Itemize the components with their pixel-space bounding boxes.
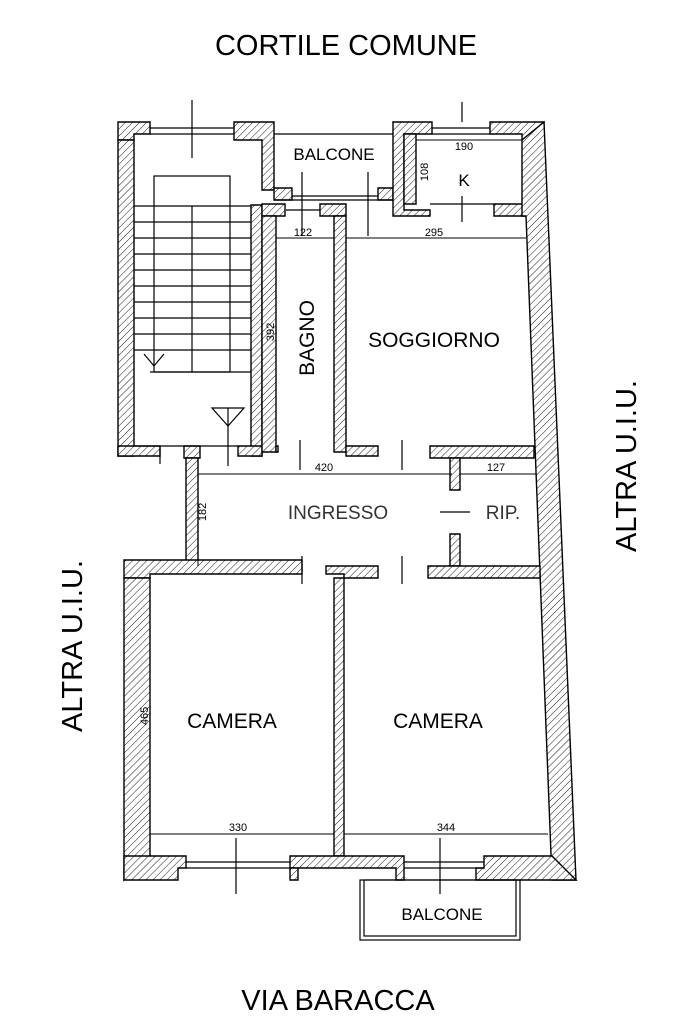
dim-camera-right-width: 344 [437,822,455,834]
wall-kitchen-inner [403,133,417,205]
dim-ingresso-width: 420 [315,462,333,474]
wall-rip-divider-bottom [449,533,461,567]
label-soggiorno: SOGGIORNO [368,329,500,352]
label-left-neighbor: ALTRA U.I.U. [57,560,89,732]
wall-stair-bottom [117,445,161,457]
dimension-lines [149,139,548,856]
wall-kitchen-bottom-right [493,203,527,217]
label-ingresso: INGRESSO [288,503,388,524]
label-ripostiglio: RIP. [486,503,521,524]
label-kitchen: K [458,171,470,190]
label-right-neighbor: ALTRA U.I.U. [611,380,643,552]
wall-right-exterior [521,120,577,881]
wall-camera-right-top [427,565,541,579]
staircase [134,100,251,466]
wall-stair-bottom-right [237,445,263,457]
dim-corridor-depth: 182 [197,503,209,521]
wall-bottom-middle [289,855,405,881]
wall-stair-left [117,139,135,457]
dim-camera-length: 465 [139,707,151,725]
label-camera-right: CAMERA [393,710,483,733]
wall-left-exterior [123,577,151,882]
wall-corridor-top-left [183,445,201,459]
dim-bagno-length: 392 [265,323,277,341]
dim-bagno-width: 122 [294,227,312,239]
wall-stair-top-left [117,121,151,141]
stair-treads [134,205,251,351]
wall-balcone-post-left [273,187,293,201]
label-bottom-street: VIA BARACCA [241,985,435,1017]
dim-kitchen-width: 190 [455,141,473,153]
wall-stair-right [250,204,263,457]
dim-rip-width: 127 [487,462,505,474]
wall-soggiorno-bottom-left [345,445,379,457]
wall-camera-left-top [123,559,303,579]
wall-bagno-top-right [319,203,347,217]
label-bagno: BAGNO [296,300,319,376]
wall-bagno-bottom [275,445,279,453]
wall-stair-top-right [233,121,275,191]
dim-soggiorno-width: 295 [425,227,443,239]
wall-kitchen-left [392,121,433,217]
label-camera-left: CAMERA [187,710,277,733]
wall-soggiorno-bottom-right [429,445,535,459]
label-balcone-bottom: BALCONE [401,905,482,924]
label-top-cortile: CORTILE COMUNE [215,30,477,62]
wall-camera-divider-top [325,565,379,579]
wall-rip-divider-top [449,457,461,491]
dim-camera-left-width: 330 [229,822,247,834]
balcone-bottom [359,879,521,941]
stair-arrow-icon [143,353,165,367]
wall-bagno-top-left [261,203,286,217]
wall-bottom-left [123,855,187,881]
label-balcone-top: BALCONE [293,145,374,164]
balcone-top [274,133,393,236]
walls [117,120,578,882]
wall-bottom-mid-left [289,867,299,881]
wall-bagno-right [333,215,347,453]
wall-balcone-post-right [377,187,394,201]
dim-kitchen-depth: 108 [419,163,431,181]
openings [150,102,494,894]
wall-camera-divider [333,577,345,857]
